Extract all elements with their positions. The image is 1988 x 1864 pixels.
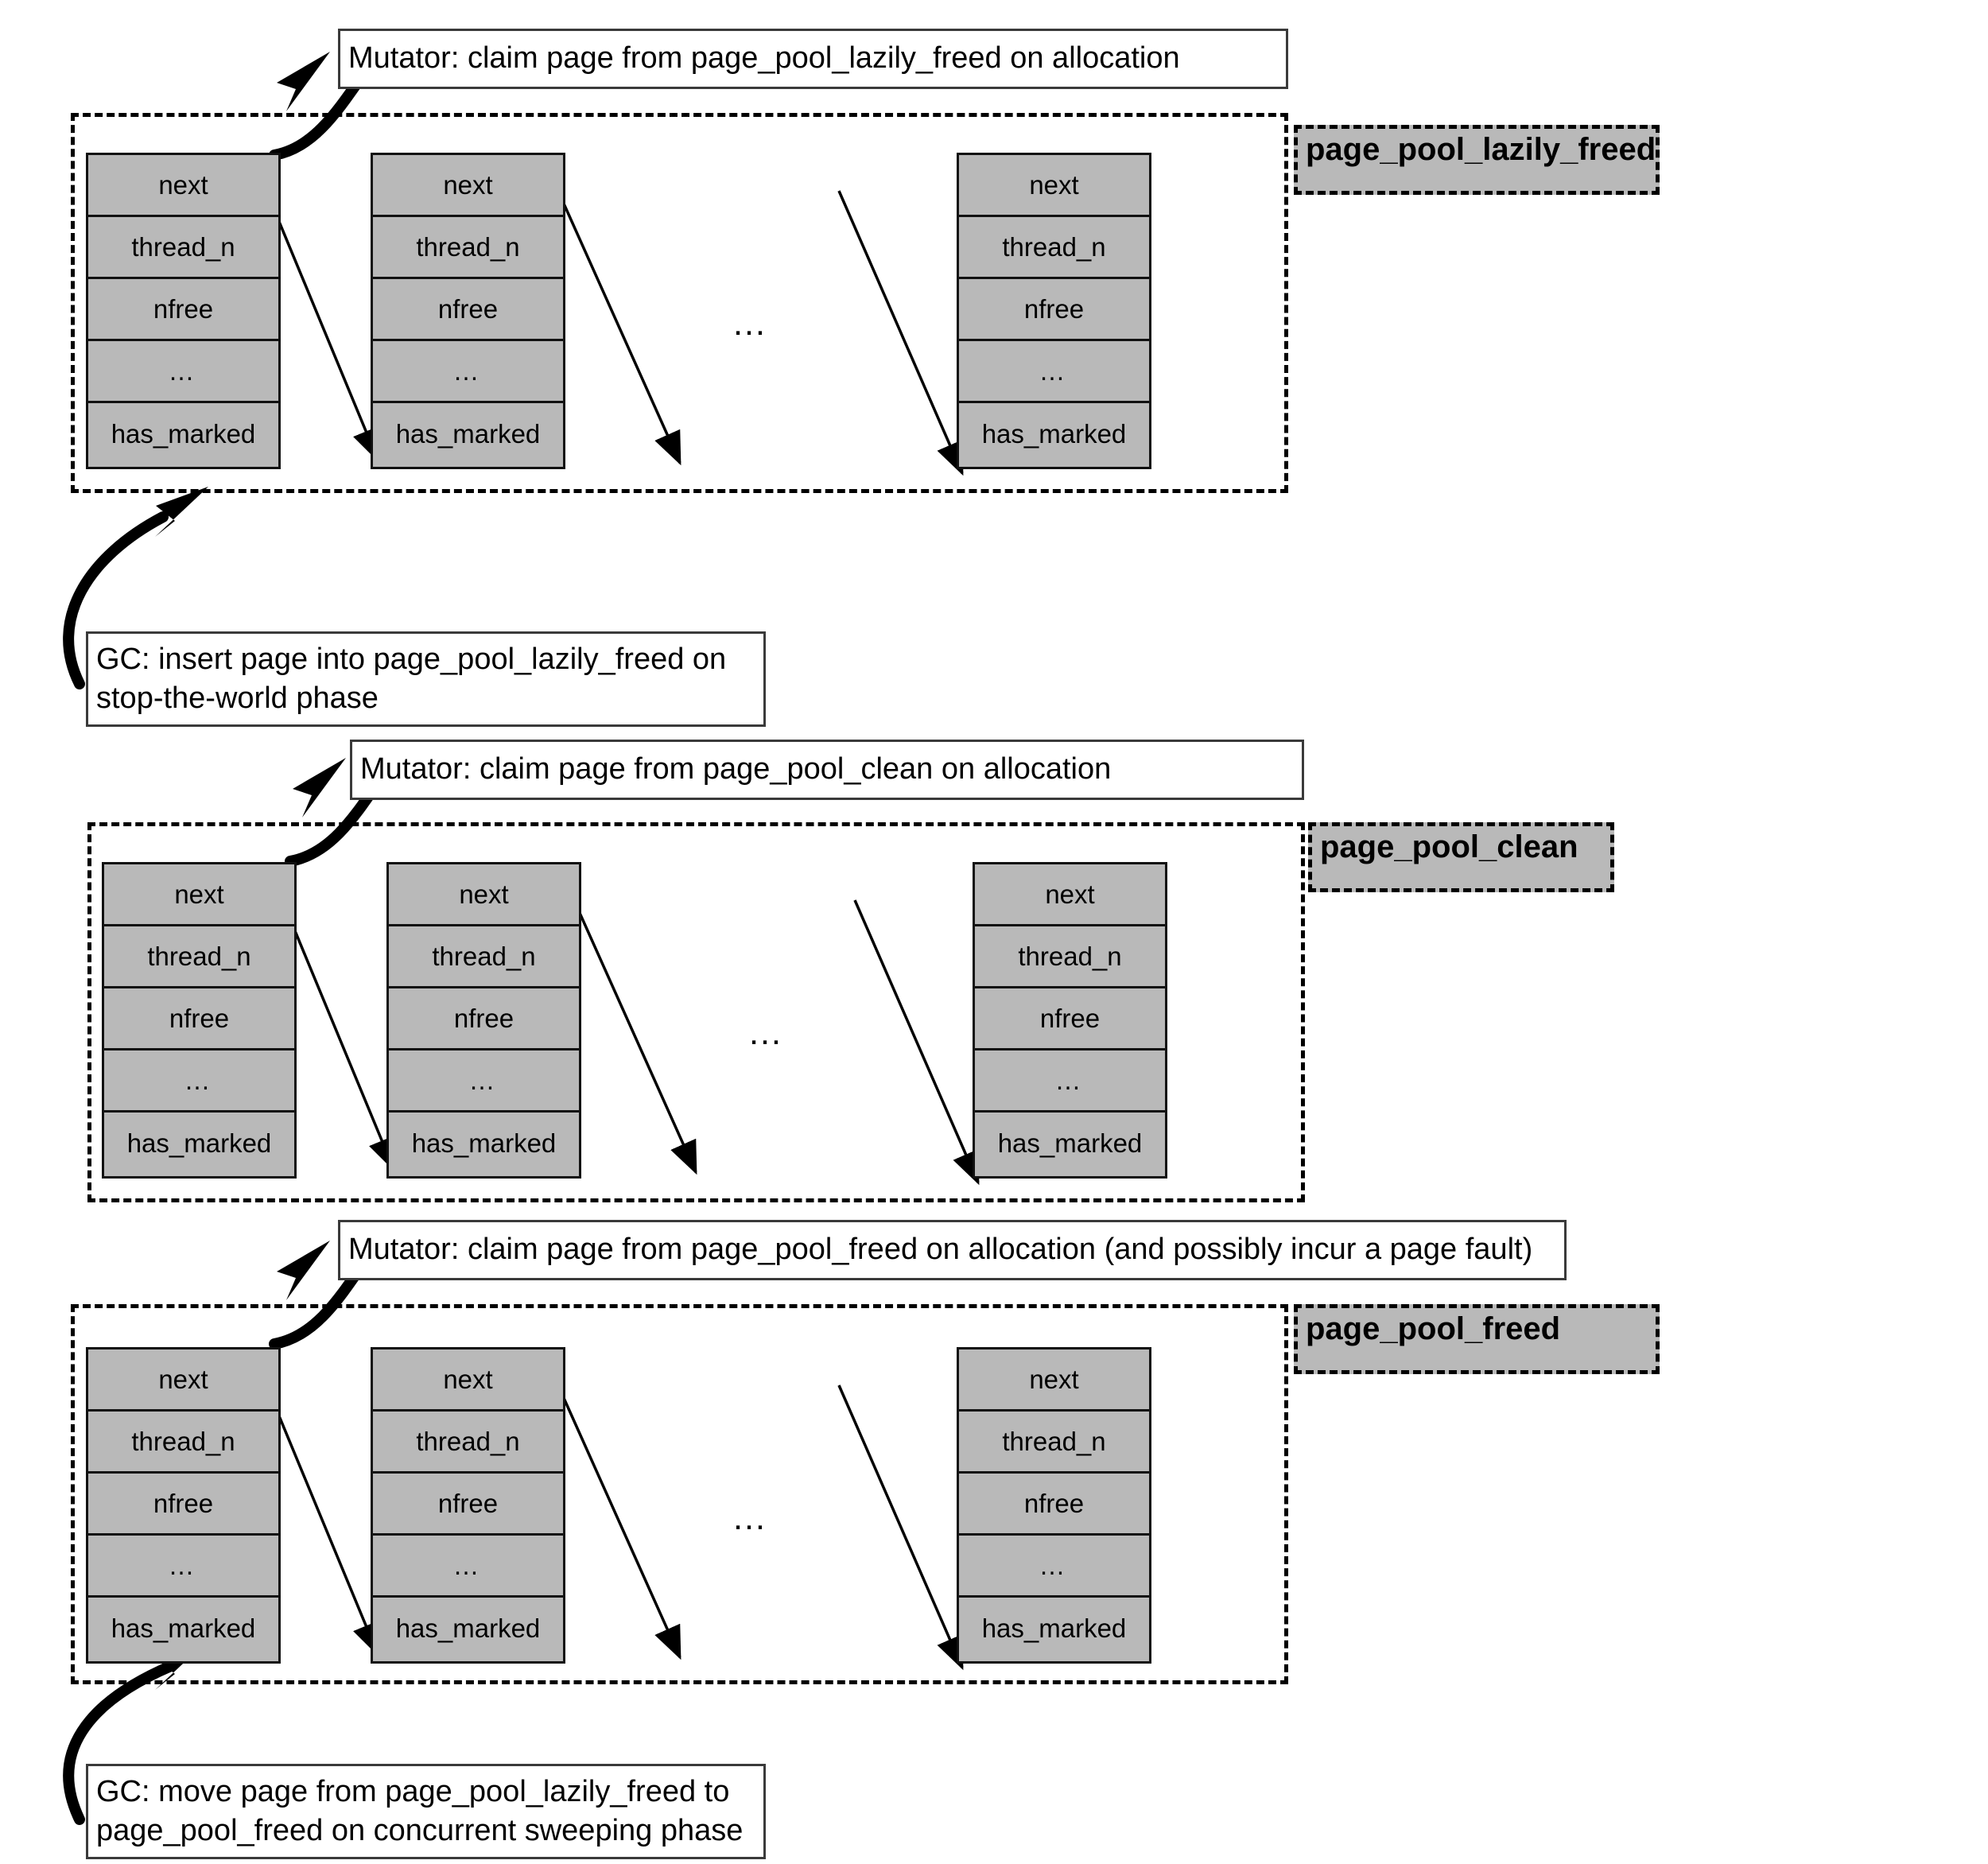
callout-mutator-lazily-freed: Mutator: claim page from page_pool_lazil…: [338, 29, 1288, 89]
page-box: next thread_n nfree … has_marked: [957, 1347, 1151, 1664]
callout-text-gc-lazily-freed: GC: insert page into page_pool_lazily_fr…: [96, 642, 727, 715]
pool-tag-label-clean: page_pool_clean: [1320, 829, 1578, 864]
page-field-ellipsis: …: [389, 1050, 579, 1113]
page-field-thread-n: thread_n: [959, 217, 1149, 279]
page-field-next: next: [104, 864, 294, 926]
page-box: next thread_n nfree … has_marked: [957, 153, 1151, 469]
callout-text-gc-freed: GC: move page from page_pool_lazily_free…: [96, 1774, 744, 1847]
callout-gc-lazily-freed: GC: insert page into page_pool_lazily_fr…: [86, 631, 766, 727]
page-box: next thread_n nfree … has_marked: [86, 153, 281, 469]
page-field-next: next: [959, 155, 1149, 217]
page-field-next: next: [373, 1349, 563, 1412]
pool-region-clean: [87, 822, 1305, 1202]
page-field-nfree: nfree: [104, 988, 294, 1050]
callout-gc-freed: GC: move page from page_pool_lazily_free…: [86, 1764, 766, 1859]
pool-tag-label-freed: page_pool_freed: [1306, 1311, 1561, 1346]
page-field-thread-n: thread_n: [389, 926, 579, 988]
page-field-thread-n: thread_n: [104, 926, 294, 988]
page-field-thread-n: thread_n: [373, 217, 563, 279]
page-field-next: next: [88, 1349, 278, 1412]
page-box: next thread_n nfree … has_marked: [102, 862, 297, 1179]
page-field-has-marked: has_marked: [373, 403, 563, 465]
page-field-ellipsis: …: [959, 341, 1149, 403]
gc-arrowhead-lazily-freed: [155, 487, 208, 537]
page-field-thread-n: thread_n: [88, 217, 278, 279]
pool-continuation-ellipsis: …: [747, 1013, 788, 1052]
mutator-arrowhead-freed: [277, 1241, 330, 1300]
callout-mutator-clean: Mutator: claim page from page_pool_clean…: [350, 740, 1304, 800]
page-field-has-marked: has_marked: [975, 1113, 1165, 1175]
callout-mutator-freed: Mutator: claim page from page_pool_freed…: [338, 1220, 1567, 1280]
page-box: next thread_n nfree … has_marked: [371, 1347, 565, 1664]
page-field-ellipsis: …: [104, 1050, 294, 1113]
pool-tag-label-lazily-freed: page_pool_lazily_freed: [1306, 132, 1656, 167]
mutator-arrowhead-lazily-freed: [277, 52, 330, 111]
page-box: next thread_n nfree … has_marked: [973, 862, 1167, 1179]
page-field-has-marked: has_marked: [88, 1598, 278, 1660]
page-field-nfree: nfree: [389, 988, 579, 1050]
callout-text-mutator-clean: Mutator: claim page from page_pool_clean…: [360, 752, 1112, 786]
page-field-next: next: [88, 155, 278, 217]
page-field-nfree: nfree: [975, 988, 1165, 1050]
pool-continuation-ellipsis: …: [732, 304, 772, 343]
page-field-nfree: nfree: [373, 1474, 563, 1536]
page-field-nfree: nfree: [88, 1474, 278, 1536]
callout-text-mutator-lazily-freed: Mutator: claim page from page_pool_lazil…: [348, 41, 1180, 76]
page-field-ellipsis: …: [88, 1536, 278, 1598]
page-field-has-marked: has_marked: [373, 1598, 563, 1660]
pool-tag-clean: page_pool_clean: [1308, 822, 1614, 892]
page-field-nfree: nfree: [959, 279, 1149, 341]
page-field-ellipsis: …: [975, 1050, 1165, 1113]
pool-region-lazily-freed: [71, 113, 1288, 493]
page-field-has-marked: has_marked: [389, 1113, 579, 1175]
mutator-arrowhead-clean: [293, 758, 346, 817]
page-field-ellipsis: …: [373, 341, 563, 403]
page-box: next thread_n nfree … has_marked: [86, 1347, 281, 1664]
page-box: next thread_n nfree … has_marked: [371, 153, 565, 469]
page-field-has-marked: has_marked: [959, 403, 1149, 465]
page-field-ellipsis: …: [959, 1536, 1149, 1598]
page-field-nfree: nfree: [959, 1474, 1149, 1536]
page-field-ellipsis: …: [373, 1536, 563, 1598]
pool-continuation-ellipsis: …: [732, 1498, 772, 1537]
page-field-nfree: nfree: [88, 279, 278, 341]
page-field-next: next: [959, 1349, 1149, 1412]
page-field-has-marked: has_marked: [104, 1113, 294, 1175]
page-field-has-marked: has_marked: [88, 403, 278, 465]
callout-text-mutator-freed: Mutator: claim page from page_pool_freed…: [348, 1233, 1533, 1267]
pool-region-freed: [71, 1304, 1288, 1684]
page-field-next: next: [389, 864, 579, 926]
page-field-thread-n: thread_n: [959, 1412, 1149, 1474]
page-field-ellipsis: …: [88, 341, 278, 403]
page-field-has-marked: has_marked: [959, 1598, 1149, 1660]
pool-tag-lazily-freed: page_pool_lazily_freed: [1294, 125, 1660, 195]
page-field-thread-n: thread_n: [975, 926, 1165, 988]
page-box: next thread_n nfree … has_marked: [386, 862, 581, 1179]
page-field-next: next: [373, 155, 563, 217]
page-field-thread-n: thread_n: [88, 1412, 278, 1474]
page-field-next: next: [975, 864, 1165, 926]
page-field-nfree: nfree: [373, 279, 563, 341]
pool-tag-freed: page_pool_freed: [1294, 1304, 1660, 1374]
page-field-thread-n: thread_n: [373, 1412, 563, 1474]
